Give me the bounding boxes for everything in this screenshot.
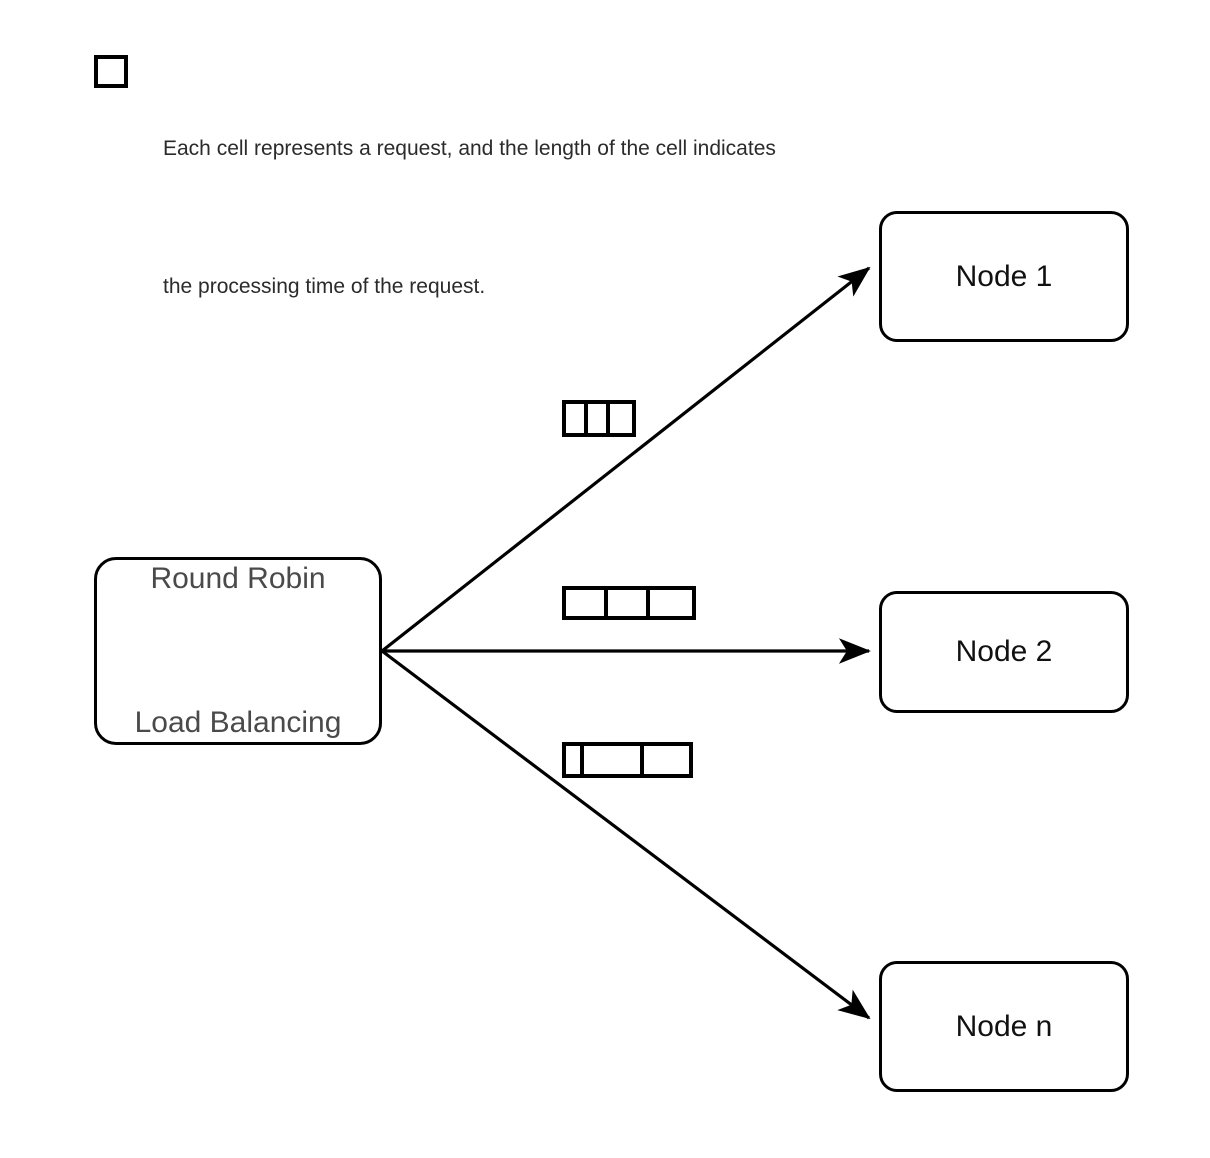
legend: Each cell represents a request, and the … bbox=[88, 34, 988, 298]
request-cell bbox=[650, 590, 692, 616]
load-balancer-label-line-1: Round Robin bbox=[150, 562, 326, 595]
round-robin-load-balancer-box[interactable]: Round Robin Load Balancing bbox=[94, 557, 382, 745]
load-balancer-label-line-2: Load Balancing bbox=[134, 706, 342, 739]
request-cell bbox=[608, 590, 650, 616]
load-balancer-label: Round Robin Load Balancing bbox=[97, 459, 379, 843]
node-label: Node 1 bbox=[955, 259, 1053, 293]
node-box-node-2[interactable]: Node 2 bbox=[879, 591, 1129, 713]
request-cell bbox=[644, 746, 689, 774]
node-label: Node 2 bbox=[955, 635, 1053, 669]
node-box-node-n[interactable]: Node n bbox=[879, 961, 1129, 1092]
node-label: Node n bbox=[955, 1009, 1053, 1043]
request-cell bbox=[584, 746, 644, 774]
node-box-node-1[interactable]: Node 1 bbox=[879, 211, 1129, 342]
request-cell bbox=[566, 590, 608, 616]
request-queue-node-1 bbox=[562, 400, 636, 437]
legend-line-1: Each cell represents a request, and the … bbox=[163, 137, 776, 160]
legend-line-2: the processing time of the request. bbox=[163, 275, 486, 298]
request-cell bbox=[610, 404, 632, 433]
request-cell bbox=[588, 404, 610, 433]
arrow-to-node-n bbox=[381, 649, 871, 1020]
request-cell bbox=[566, 404, 588, 433]
request-cell bbox=[566, 746, 584, 774]
empty-square-icon bbox=[94, 55, 128, 88]
legend-text: Each cell represents a request, and the … bbox=[163, 34, 983, 402]
request-queue-node-n bbox=[562, 742, 693, 778]
request-queue-node-2 bbox=[562, 586, 696, 620]
